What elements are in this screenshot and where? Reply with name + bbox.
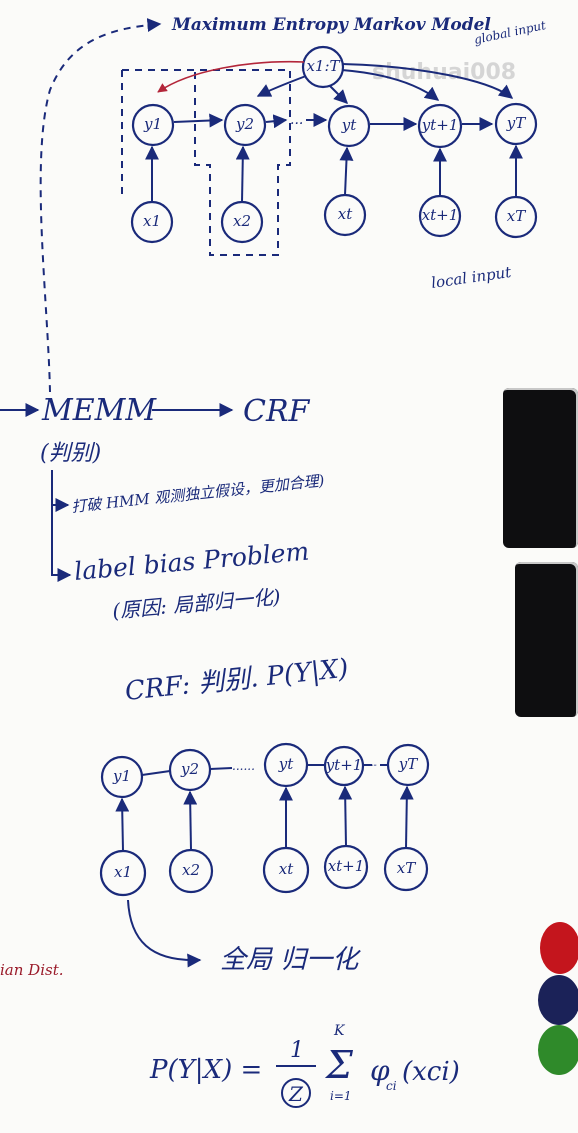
memm-y-node: yT — [494, 102, 538, 146]
crf-ellipsis: ...... — [232, 759, 255, 773]
eraser-top — [503, 388, 578, 548]
eraser-bottom — [515, 562, 578, 717]
svg-text:x2: x2 — [182, 861, 200, 879]
svg-text:xT: xT — [397, 859, 416, 877]
svg-text:x1: x1 — [114, 863, 132, 881]
svg-text:K: K — [333, 1023, 346, 1039]
memm-label: MEMM — [41, 393, 157, 428]
memm-x-node: x2 — [220, 200, 264, 244]
svg-text:Z: Z — [288, 1082, 304, 1106]
svg-text:yt: yt — [278, 755, 294, 773]
global-normalization-label: 全局 归一化 — [220, 945, 361, 975]
memm-x-node: x1 — [130, 200, 174, 244]
crf-y-node: y1 — [100, 755, 144, 799]
memm-x-node: xt — [323, 193, 367, 237]
svg-text:yT: yT — [506, 114, 526, 132]
svg-text:--: -- — [370, 760, 377, 771]
memm-subtitle: (判别) — [40, 441, 101, 466]
svg-text:x2: x2 — [233, 212, 251, 230]
svg-text:y2: y2 — [235, 115, 254, 133]
dashed-link-arrow — [39, 18, 162, 393]
memm-title: Maximum Entropy Markov Model — [171, 15, 491, 35]
memm-x-node: xT — [494, 195, 538, 239]
memm-y-node: y1 — [131, 103, 175, 147]
svg-text:P(Y|X) =: P(Y|X) = — [149, 1055, 262, 1085]
svg-text:yt+1: yt+1 — [325, 756, 363, 774]
crf-formula: P(Y|X) = 1 Z K Σ i=1 φ ci (xci) — [149, 1023, 460, 1108]
memm-y-node: y2 — [223, 103, 267, 147]
crf-y-node: yt+1 — [323, 745, 365, 787]
crf-y-node: y2 — [168, 748, 212, 792]
svg-text:xt+1: xt+1 — [422, 206, 459, 224]
left-fragment-text: ian Dist. — [0, 961, 64, 979]
svg-text:φ: φ — [370, 1054, 390, 1087]
svg-text:x1:T: x1:T — [306, 57, 340, 75]
local-input-label: local input — [430, 263, 513, 292]
green-marker — [538, 1025, 578, 1075]
memm-ellipsis: ... — [290, 112, 303, 128]
svg-text:yT: yT — [398, 755, 418, 773]
navy-marker — [538, 975, 578, 1025]
svg-text:1: 1 — [290, 1038, 304, 1063]
svg-text:y1: y1 — [143, 115, 162, 133]
crf-x-node: xt+1 — [323, 844, 369, 890]
svg-text:Σ: Σ — [324, 1043, 354, 1087]
svg-text:x1: x1 — [143, 212, 161, 230]
memm-y-node: yt — [327, 104, 371, 148]
svg-text:xt+1: xt+1 — [328, 857, 365, 875]
svg-text:yt: yt — [341, 116, 357, 134]
dashed-factor-box — [122, 69, 291, 256]
svg-text:xT: xT — [507, 207, 526, 225]
crf-heading: CRF: 判别. P(Y|X) — [124, 654, 350, 707]
memm-y-node: yt+1 — [417, 103, 463, 149]
crf-x-node: x1 — [99, 849, 147, 897]
svg-text:(xci): (xci) — [402, 1057, 460, 1087]
crf-x-node: xT — [383, 846, 429, 892]
bullet-label-bias: label bias Problem — [73, 537, 310, 586]
memm-x-node: xt+1 — [418, 194, 462, 238]
svg-text:xt: xt — [279, 860, 294, 878]
crf-x-node: x2 — [168, 848, 214, 894]
bullet-observation-independence: 打破 HMM 观测独立假设，更加合理) — [71, 471, 326, 515]
crf-label: CRF — [243, 394, 311, 429]
crf-y-node: yt — [263, 742, 309, 788]
red-marker — [540, 922, 578, 974]
crf-y-node: yT — [386, 743, 430, 787]
svg-text:xt: xt — [338, 205, 353, 223]
bullet-label-bias-cause: (原因: 局部归一化) — [111, 584, 281, 623]
crf-x-node: xt — [262, 846, 310, 894]
svg-text:y1: y1 — [112, 767, 131, 785]
svg-text:i=1: i=1 — [330, 1089, 352, 1103]
svg-text:yt+1: yt+1 — [421, 116, 459, 134]
svg-text:y2: y2 — [180, 760, 199, 778]
watermark: shuhuai008 — [372, 60, 516, 85]
svg-text:ci: ci — [386, 1079, 397, 1093]
memm-global-x-node: x1:T — [301, 45, 345, 89]
